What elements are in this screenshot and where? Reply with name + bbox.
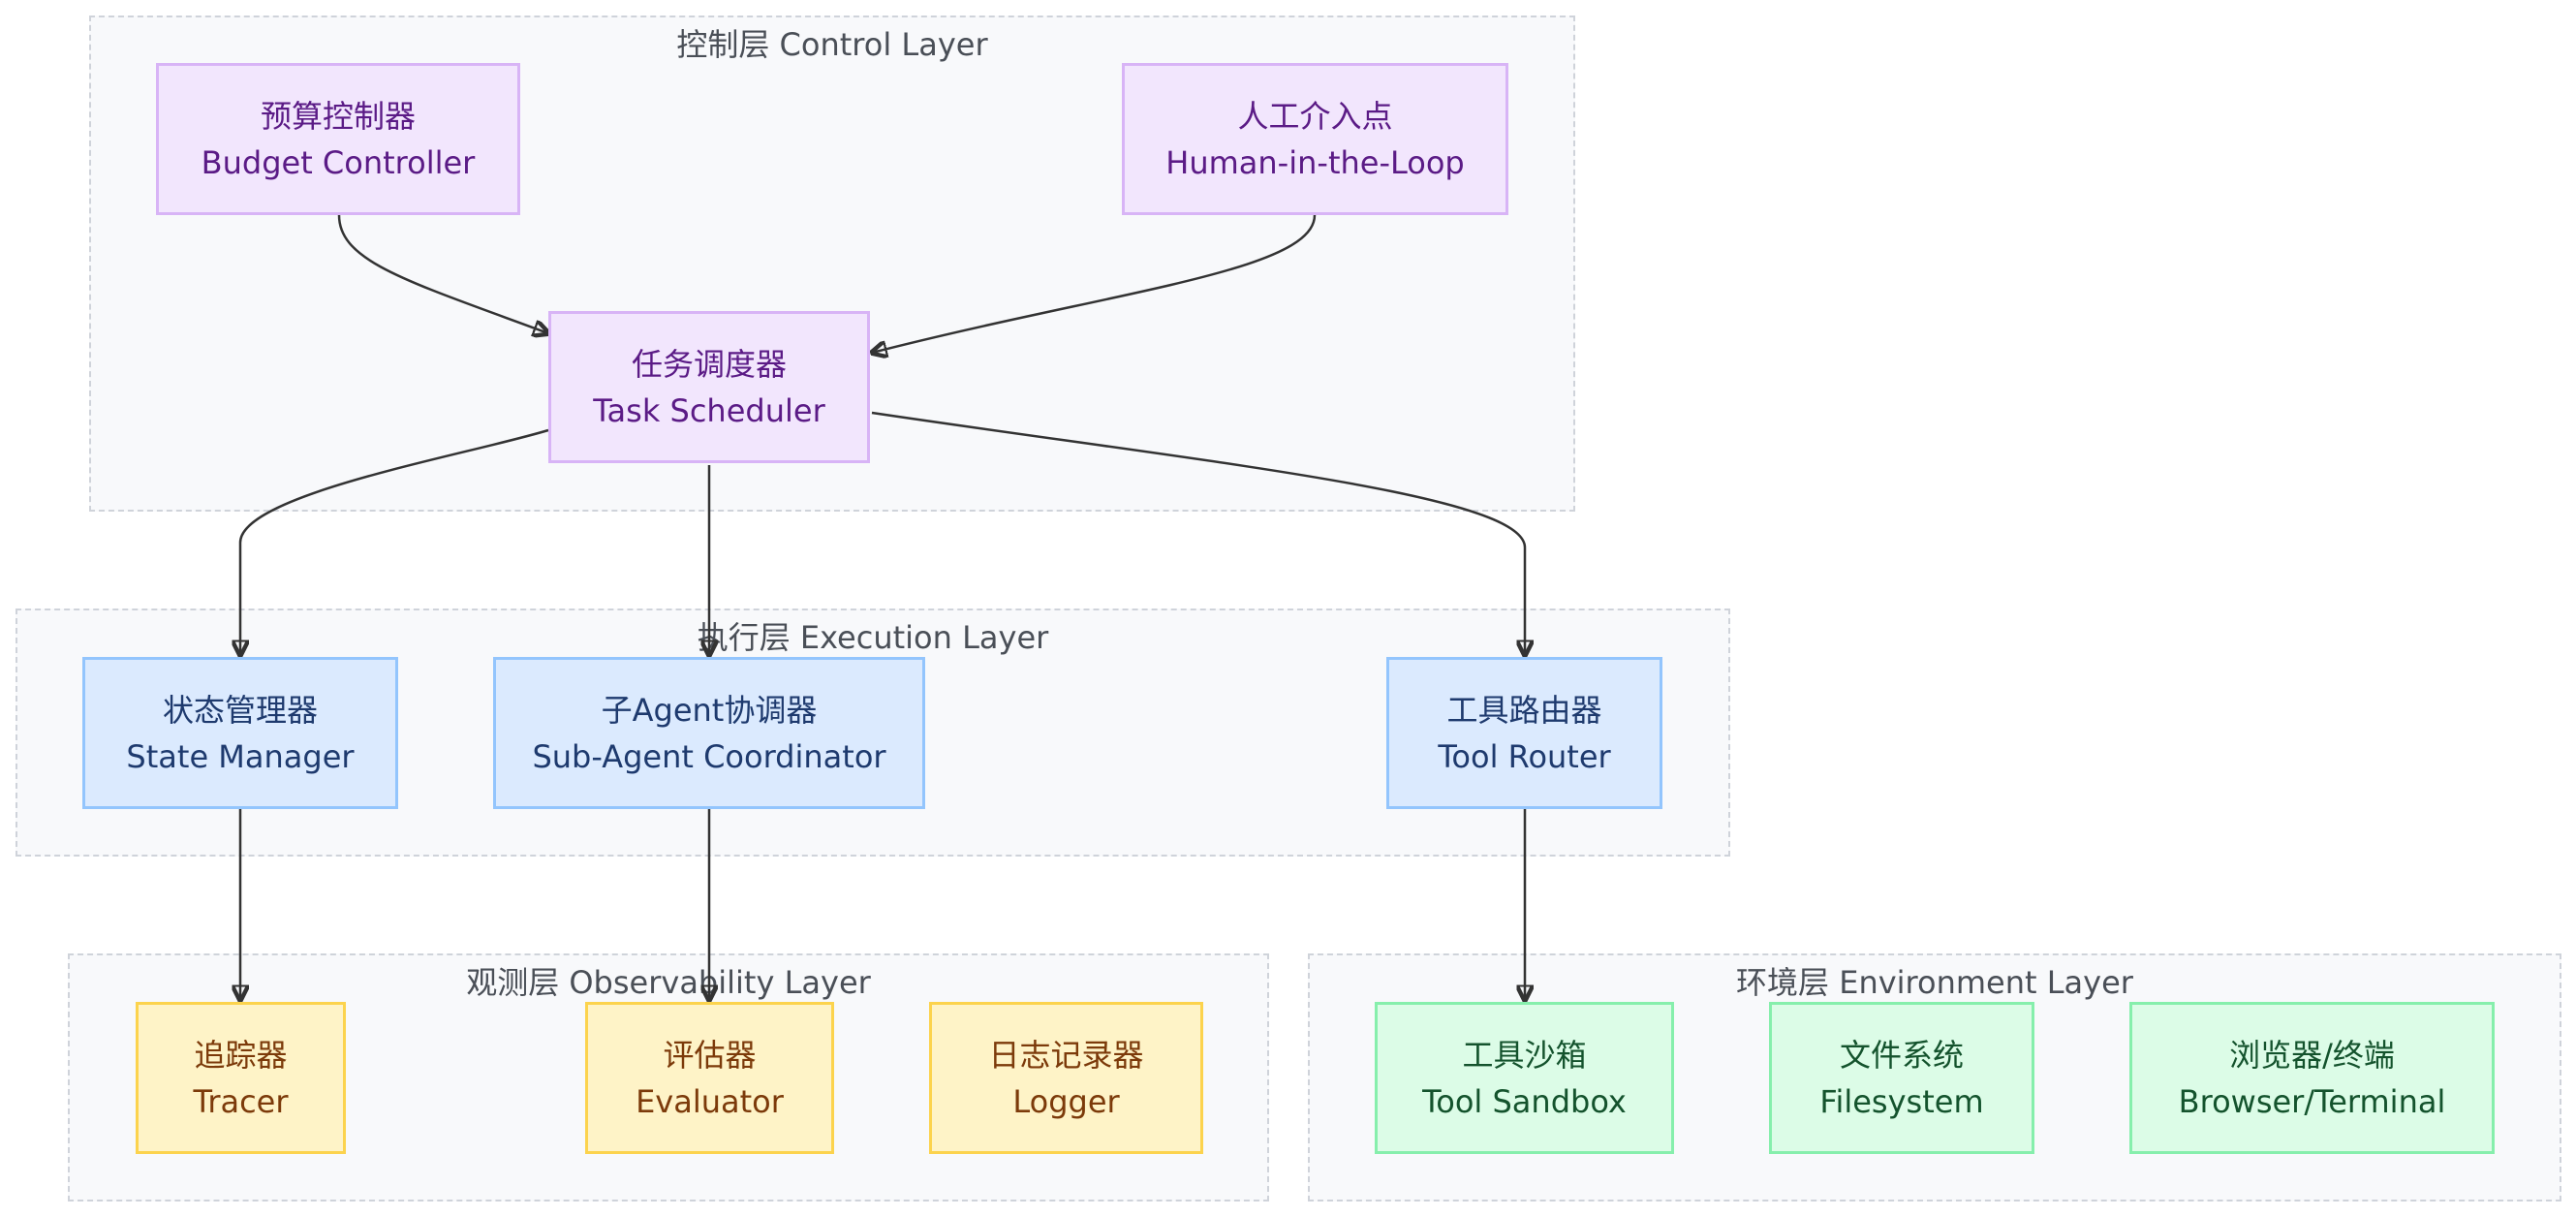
task-scheduler-node[interactable]: 任务调度器 Task Scheduler — [548, 311, 870, 463]
edge-scheduler-to-router — [871, 411, 1525, 655]
human-in-the-loop-en: Human-in-the-Loop — [1165, 143, 1465, 181]
filesystem-zh: 文件系统 — [1839, 1036, 1964, 1074]
state-manager-en: State Manager — [126, 737, 355, 775]
edge-human-to-scheduler — [872, 214, 1317, 353]
edge-scheduler-to-state — [240, 428, 549, 655]
tool-router-en: Tool Router — [1438, 737, 1611, 775]
sub-agent-coordinator-en: Sub-Agent Coordinator — [532, 737, 886, 775]
control-layer-title: 控制层 Control Layer — [676, 26, 988, 63]
state-manager-zh: 状态管理器 — [162, 691, 318, 729]
human-in-the-loop-zh: 人工介入点 — [1237, 97, 1393, 135]
human-in-the-loop-node[interactable]: 人工介入点 Human-in-the-Loop — [1122, 63, 1508, 215]
logger-node[interactable]: 日志记录器 Logger — [929, 1002, 1203, 1154]
tracer-node[interactable]: 追踪器 Tracer — [136, 1002, 346, 1154]
tool-sandbox-node[interactable]: 工具沙箱 Tool Sandbox — [1375, 1002, 1674, 1154]
execution-layer-title: 执行层 Execution Layer — [697, 619, 1049, 656]
filesystem-node[interactable]: 文件系统 Filesystem — [1769, 1002, 2034, 1154]
browser-terminal-zh: 浏览器/终端 — [2229, 1036, 2395, 1074]
filesystem-en: Filesystem — [1819, 1082, 1984, 1120]
environment-layer-title: 环境层 Environment Layer — [1736, 964, 2133, 1001]
observability-layer-title: 观测层 Observability Layer — [466, 964, 871, 1001]
task-scheduler-en: Task Scheduler — [593, 391, 825, 429]
evaluator-en: Evaluator — [636, 1082, 784, 1120]
sub-agent-coordinator-zh: 子Agent协调器 — [601, 691, 818, 729]
logger-zh: 日志记录器 — [988, 1036, 1144, 1074]
browser-terminal-node[interactable]: 浏览器/终端 Browser/Terminal — [2129, 1002, 2495, 1154]
tool-router-zh: 工具路由器 — [1446, 691, 1602, 729]
evaluator-node[interactable]: 评估器 Evaluator — [585, 1002, 834, 1154]
task-scheduler-zh: 任务调度器 — [631, 345, 787, 383]
state-manager-node[interactable]: 状态管理器 State Manager — [82, 657, 398, 809]
browser-terminal-en: Browser/Terminal — [2178, 1082, 2446, 1120]
budget-controller-en: Budget Controller — [201, 143, 476, 181]
tracer-zh: 追踪器 — [194, 1036, 288, 1074]
tool-router-node[interactable]: 工具路由器 Tool Router — [1386, 657, 1662, 809]
tool-sandbox-en: Tool Sandbox — [1422, 1082, 1627, 1120]
sub-agent-coordinator-node[interactable]: 子Agent协调器 Sub-Agent Coordinator — [493, 657, 925, 809]
tool-sandbox-zh: 工具沙箱 — [1462, 1036, 1587, 1074]
edge-budget-to-scheduler — [337, 214, 548, 333]
budget-controller-zh: 预算控制器 — [260, 97, 416, 135]
tracer-en: Tracer — [193, 1082, 289, 1120]
budget-controller-node[interactable]: 预算控制器 Budget Controller — [156, 63, 520, 215]
evaluator-zh: 评估器 — [663, 1036, 757, 1074]
logger-en: Logger — [1012, 1082, 1120, 1120]
